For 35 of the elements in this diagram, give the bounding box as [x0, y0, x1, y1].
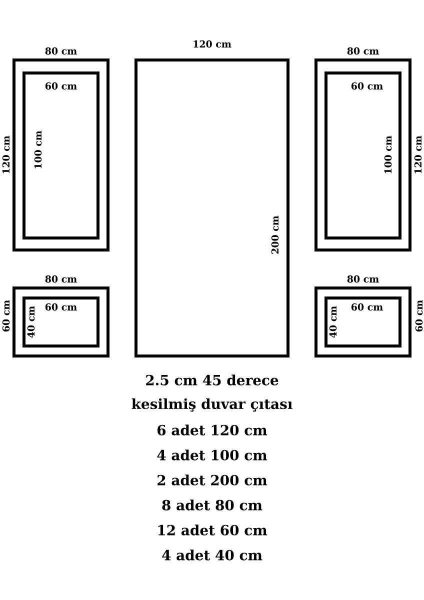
dimension-label: 60 cm	[351, 303, 383, 311]
dimension-label: 80 cm	[45, 275, 77, 283]
note-line: kesilmiş duvar çıtası	[132, 398, 292, 412]
dimension-label: 60 cm	[351, 82, 383, 90]
dimension-label: 60 cm	[415, 300, 423, 332]
dimension-label: 80 cm	[45, 47, 77, 55]
dimension-label: 60 cm	[45, 82, 77, 90]
inner-frame	[324, 296, 402, 348]
frame	[12, 58, 110, 252]
note-line: 12 adet 60 cm	[158, 524, 268, 536]
dimension-label: 60 cm	[45, 303, 77, 311]
dimension-label: 100 cm	[384, 136, 392, 174]
inner-frame	[22, 72, 100, 240]
note-line: 2 adet 200 cm	[158, 474, 268, 486]
dimension-label: 120 cm	[414, 136, 422, 174]
note-line: 4 adet 100 cm	[157, 450, 268, 460]
dimension-label: 80 cm	[347, 275, 379, 283]
dimension-label: 200 cm	[271, 216, 279, 254]
note-line: 4 adet 40 cm	[162, 550, 262, 560]
note-line: 6 adet 120 cm	[158, 424, 268, 436]
dimension-label: 40 cm	[329, 306, 337, 338]
inner-frame	[324, 72, 402, 240]
dimension-label: 120 cm	[194, 40, 232, 48]
inner-frame	[22, 296, 100, 348]
frame	[314, 58, 412, 252]
dimension-label: 120 cm	[2, 136, 10, 174]
dimension-label: 60 cm	[2, 300, 10, 332]
frame	[314, 286, 412, 358]
frame	[12, 286, 110, 358]
dimension-label: 80 cm	[347, 47, 379, 55]
dimension-label: 100 cm	[34, 130, 42, 168]
note-line: 8 adet 80 cm	[162, 500, 262, 510]
dimension-label: 40 cm	[27, 306, 35, 338]
note-line: 2.5 cm 45 derece	[146, 374, 278, 386]
frame	[134, 58, 290, 358]
